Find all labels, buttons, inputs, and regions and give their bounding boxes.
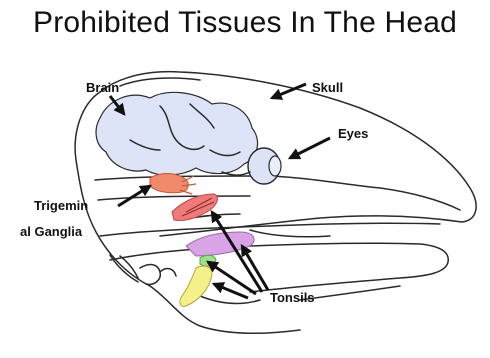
tonsil-yellow-shape (180, 266, 212, 306)
label-tonsils: Tonsils (270, 290, 315, 305)
label-trigeminal-line1: Trigemin (34, 198, 88, 213)
eye-lens (269, 156, 281, 176)
arrow-tonsil-3 (208, 262, 256, 294)
label-brain: Brain (86, 80, 119, 95)
arrow-trigeminal (118, 186, 150, 206)
tonsil-purple-shape (186, 232, 254, 256)
arrow-skull (272, 84, 306, 98)
label-eyes: Eyes (338, 126, 368, 141)
label-trigeminal-line2: al Ganglia (20, 224, 83, 239)
arrow-eyes (290, 138, 330, 158)
label-skull: Skull (312, 80, 343, 95)
brain-shape (96, 92, 257, 175)
brain-region (96, 92, 257, 175)
